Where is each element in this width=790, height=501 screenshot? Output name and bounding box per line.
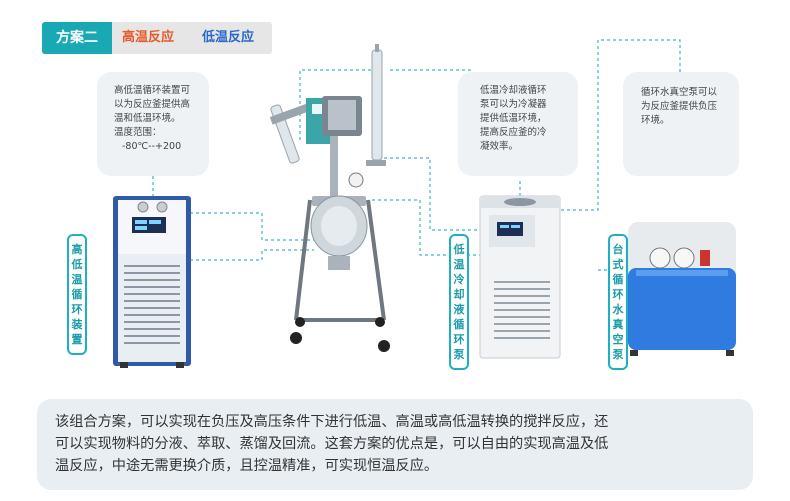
circulator-label: 高 低 温 循 环 装 置 [67, 234, 87, 355]
summary-line: 该组合方案，可以实现在负压及高压条件下进行低温、高温或高低温转换的搅拌反应，还 [55, 414, 609, 430]
vacuum-pump-machine [628, 222, 736, 356]
low-temp-title: 低温反应 [202, 30, 255, 45]
chiller-label: 低 温 冷 却 液 循 环 泵 [449, 234, 469, 370]
high-temp-title: 高温反应 [122, 30, 175, 45]
vacuum-pump-label: 台 式 循 环 水 真 空 泵 [608, 234, 628, 370]
reactor-machine [269, 44, 390, 352]
connector-lines [152, 39, 681, 271]
circulator-description: 高低温循环装置可 以为反应釜提供高 温和低温环境。 温度范围： -80℃--+2… [97, 72, 209, 176]
summary-line: 可以实现物料的分液、萃取、蒸馏及回流。这套方案的优点是，可以自由的实现高温及低 [55, 436, 609, 452]
scheme-tag: 方案二 [42, 22, 112, 54]
low-temp-chiller-machine [479, 195, 561, 359]
chiller-description: 低温冷却液循环 泵可以为冷凝器 提供低温环境， 提高反应釜的冷 凝效率。 [458, 72, 578, 176]
high-low-circulator-machine [113, 196, 191, 368]
summary-box: 该组合方案，可以实现在负压及高压条件下进行低温、高温或高低温转换的搅拌反应，还 … [37, 399, 753, 490]
summary-line: 温反应，中途无需更换介质，且控温精准，可实现恒温反应。 [55, 458, 439, 474]
vacuum-pump-description: 循环水真空泵可以 为反应釜提供负压 环境。 [623, 72, 739, 176]
scheme-header: 方案二 高温反应 低温反应 [42, 22, 272, 54]
